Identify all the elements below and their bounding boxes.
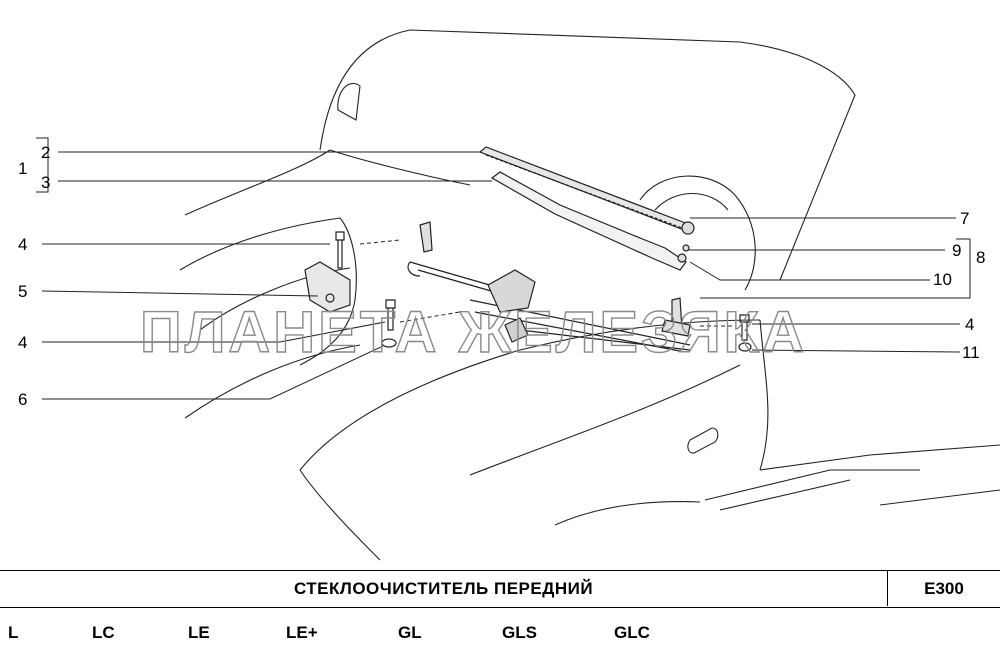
callout-4-right: 4 xyxy=(965,315,974,334)
parts-diagram: ПЛАНЕТА ЖЕЛЕЗЯКА 1 2 3 4 5 4 6 7 9 8 10 … xyxy=(18,29,1000,561)
callout-8: 8 xyxy=(976,248,985,267)
watermark: ПЛАНЕТА ЖЕЛЕЗЯКА xyxy=(140,300,807,365)
callout-10: 10 xyxy=(933,270,952,289)
leader-lines xyxy=(36,137,971,400)
callout-5: 5 xyxy=(18,282,27,301)
callout-9: 9 xyxy=(952,241,961,260)
callout-6: 6 xyxy=(18,390,27,409)
trim-level-gl: GL xyxy=(398,623,422,642)
trim-level-lc: LC xyxy=(92,623,115,642)
title-bar: СТЕКЛООЧИСТИТЕЛЬ ПЕРЕДНИЙ E300 xyxy=(0,570,1000,608)
callout-labels: 1 2 3 4 5 4 6 7 9 8 10 4 11 xyxy=(18,143,985,409)
trim-level-le-plus: LE+ xyxy=(286,623,318,642)
callout-4-left-top: 4 xyxy=(18,235,27,254)
callout-3: 3 xyxy=(41,173,50,192)
callout-7: 7 xyxy=(960,209,969,228)
wiper-assembly xyxy=(304,146,752,353)
trim-level-glc: GLC xyxy=(614,623,650,642)
callout-1: 1 xyxy=(18,159,27,178)
callout-11: 11 xyxy=(962,343,980,362)
trim-level-le: LE xyxy=(188,623,210,642)
diagram-code: E300 xyxy=(887,571,1000,606)
trim-level-l: L xyxy=(8,623,19,642)
callout-4-left-bottom: 4 xyxy=(18,333,27,352)
callout-2: 2 xyxy=(41,143,50,162)
diagram-title: СТЕКЛООЧИСТИТЕЛЬ ПЕРЕДНИЙ xyxy=(293,579,594,598)
car-outline xyxy=(179,29,1000,561)
trim-level-gls: GLS xyxy=(502,623,537,642)
